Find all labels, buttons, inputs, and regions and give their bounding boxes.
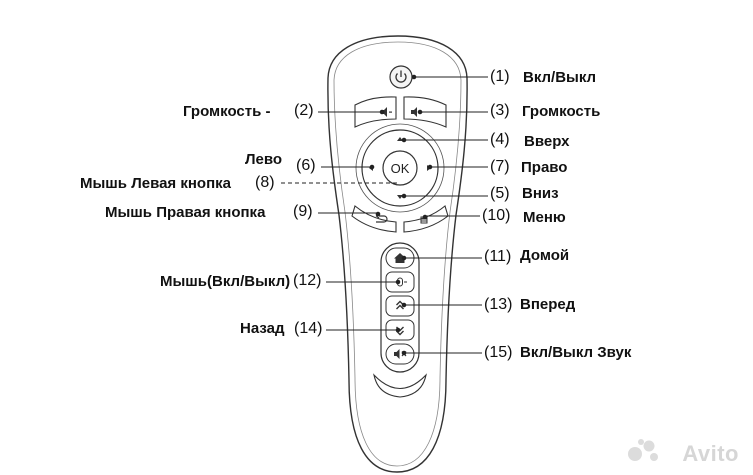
callout-number-mouse-toggle: (12) [293, 272, 322, 289]
ok-button[interactable] [382, 150, 418, 186]
callout-number-up: (4) [490, 131, 510, 148]
callout-number-mute: (15) [484, 344, 513, 361]
callout-number-down: (5) [490, 185, 510, 202]
power-icon [395, 70, 407, 83]
callout-number-right: (7) [490, 158, 510, 175]
callout-number-back: (14) [294, 320, 323, 337]
down-arrow-icon [397, 195, 403, 199]
callout-label-volume-up: Громкость [522, 103, 601, 120]
callout-number-forward: (13) [484, 296, 513, 313]
callout-label-home: Домой [520, 247, 570, 264]
home-icon [394, 253, 406, 263]
callout-label-mouse-left: Мышь Левая кнопка [80, 175, 231, 192]
callout-number-menu: (10) [482, 207, 511, 224]
avito-logo-icon [628, 439, 658, 461]
callout-label-forward: Вперед [520, 296, 576, 313]
up-arrow-icon [397, 137, 403, 141]
callout-number-mouse-right: (9) [293, 203, 313, 220]
callout-label-menu: Меню [523, 209, 566, 226]
callout-label-right: Право [521, 159, 568, 176]
callout-label-down: Вниз [522, 185, 559, 202]
callout-label-mouse-right: Мышь Правая кнопка [105, 204, 266, 221]
callout-label-volume-down: Громкость - [183, 103, 271, 120]
dpad-ring-outer [355, 123, 445, 213]
callout-number-power: (1) [490, 68, 510, 85]
callout-number-volume-down: (2) [294, 102, 314, 119]
callout-number-volume-up: (3) [490, 102, 510, 119]
callout-label-left: Лево [245, 151, 283, 168]
watermark: Avito [682, 441, 739, 466]
callout-label-mouse-toggle: Мышь(Вкл/Выкл) [160, 273, 291, 290]
callout-number-mouse-left: (8) [255, 174, 275, 191]
callout-label-power: Вкл/Выкл [523, 69, 597, 86]
ok-label: OK [391, 161, 410, 176]
callout-label-up: Вверх [524, 133, 570, 150]
callout-number-home: (11) [484, 248, 512, 265]
remote-body-inner [333, 41, 462, 467]
callout-number-left: (6) [296, 157, 316, 174]
callout-label-mute: Вкл/Выкл Звук [520, 344, 632, 361]
callout-label-back: Назад [240, 320, 285, 337]
callout-lines [281, 74, 488, 356]
mute-button[interactable] [385, 343, 415, 365]
bottom-arc-groove [373, 373, 427, 398]
